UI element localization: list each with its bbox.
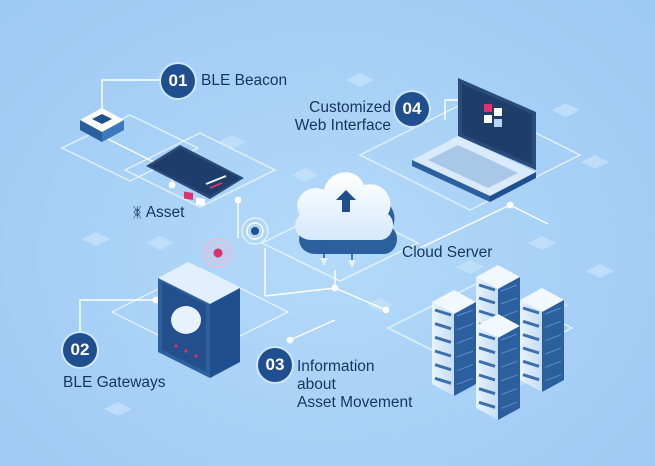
asset-label: ᛤ Asset bbox=[133, 203, 184, 222]
server-rack bbox=[520, 288, 564, 392]
server-rack bbox=[432, 290, 476, 396]
connection-nodes bbox=[98, 132, 514, 344]
server-rack bbox=[476, 314, 520, 420]
step-04-label-line-1: Customized bbox=[309, 99, 391, 116]
step-01-badge: 01 bbox=[161, 64, 195, 98]
connection-lines bbox=[79, 79, 549, 341]
step-04-badge: 04 bbox=[395, 92, 429, 126]
step-03-label: Information about Asset Movement bbox=[297, 358, 412, 412]
laptop-web-interface bbox=[412, 78, 536, 202]
cloud-server-label: Cloud Server bbox=[402, 244, 493, 261]
step-03-label-line-1: Information bbox=[297, 358, 375, 375]
step-01-label: BLE Beacon bbox=[201, 72, 288, 89]
step-03-label-line-2: about bbox=[297, 376, 336, 393]
ble-gateway-device bbox=[158, 262, 240, 378]
bluetooth-icon: ᛤ bbox=[133, 204, 142, 220]
cloud-upload-icon bbox=[295, 172, 398, 268]
step-02-badge: 02 bbox=[63, 333, 97, 367]
signal-rings bbox=[203, 217, 269, 268]
smartphone-asset bbox=[146, 145, 244, 207]
asset-label-text: Asset bbox=[145, 204, 185, 221]
step-02-label: BLE Gateways bbox=[63, 374, 166, 391]
step-04-label: Customized Web Interface bbox=[266, 99, 391, 135]
step-04-label-line-2: Web Interface bbox=[294, 117, 391, 134]
step-03-label-line-3: Asset Movement bbox=[297, 394, 413, 411]
step-03-badge: 03 bbox=[258, 348, 292, 382]
ble-beacon-device bbox=[80, 108, 124, 142]
server-racks bbox=[432, 265, 564, 420]
